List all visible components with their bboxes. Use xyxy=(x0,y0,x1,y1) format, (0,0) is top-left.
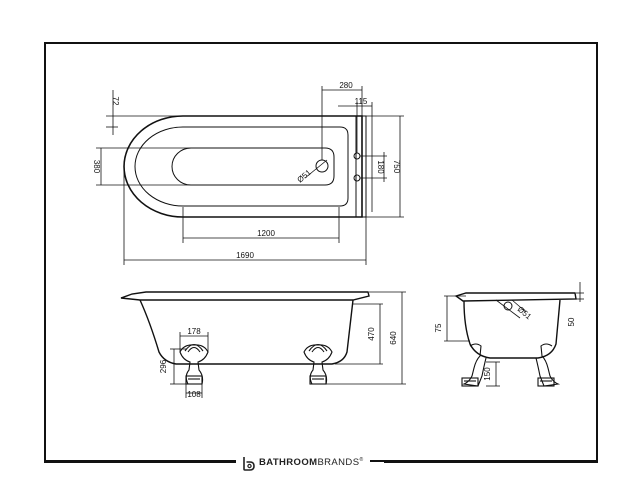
brand-name-bold: BATHROOM xyxy=(259,457,318,469)
dim-tap-zone xyxy=(321,86,363,160)
dim-foot-base xyxy=(185,384,203,398)
label-foot-base: 108 xyxy=(187,390,201,399)
brand-registered-mark: ® xyxy=(359,457,364,464)
label-inner-length: 1200 xyxy=(257,229,275,238)
end-body xyxy=(463,299,561,359)
label-tap-offset: 115 xyxy=(355,97,368,106)
label-rim-height: 470 xyxy=(367,327,376,341)
label-rim-thickness: 50 xyxy=(567,317,576,326)
label-inner-width: 380 xyxy=(92,160,101,174)
label-plan-waste: Ø51 xyxy=(296,168,314,185)
end-foot-left xyxy=(461,343,487,387)
dim-overall-width xyxy=(362,115,404,218)
brand-name-light: BRANDS xyxy=(317,457,360,469)
label-foot-width: 178 xyxy=(187,327,201,336)
plan-outer-rim xyxy=(123,115,363,218)
end-view xyxy=(444,282,584,387)
plan-view xyxy=(96,86,404,265)
dim-inner-width xyxy=(96,147,191,186)
dim-overflow-depth xyxy=(106,90,183,135)
side-foot-right xyxy=(303,343,333,385)
tap-hole-bottom xyxy=(353,174,361,182)
label-end-foot-height: 150 xyxy=(483,367,492,381)
dimension-labels: 72 380 280 115 180 750 1200 1690 Ø51 178… xyxy=(92,81,576,399)
plan-waste xyxy=(315,159,329,173)
brand-name: BATHROOMBRANDS® xyxy=(259,457,364,468)
brand-b-icon xyxy=(243,456,255,471)
plan-inner-rim xyxy=(134,126,349,207)
dim-inner-length xyxy=(182,207,340,243)
label-overflow-depth: 72 xyxy=(111,97,120,106)
dim-foot-height xyxy=(170,348,186,385)
dim-rim-height xyxy=(335,303,383,365)
side-rim xyxy=(120,291,370,301)
dim-tap-spacing xyxy=(360,152,387,182)
end-rim xyxy=(454,292,577,302)
dim-overall-length xyxy=(123,166,367,265)
dim-rim-depth xyxy=(444,295,470,342)
label-overall-length: 1690 xyxy=(236,251,254,260)
plan-basin-floor xyxy=(171,147,335,186)
label-foot-height: 296 xyxy=(159,359,168,373)
side-foot-left xyxy=(179,343,209,385)
drawing-frame xyxy=(44,42,598,462)
label-overall-width: 750 xyxy=(392,160,401,174)
label-tap-spacing: 180 xyxy=(376,160,385,174)
dim-end-foot-height xyxy=(486,361,500,387)
brand-logo: BATHROOMBRANDS® xyxy=(236,455,370,471)
end-foot-right xyxy=(535,343,561,387)
waste-leader xyxy=(304,159,328,179)
dim-rim-thickness xyxy=(576,282,584,302)
label-overall-height: 640 xyxy=(389,331,398,345)
label-rim-depth: 75 xyxy=(434,323,443,332)
tap-hole-top xyxy=(353,152,361,160)
dim-tap-offset xyxy=(338,102,373,212)
label-end-waste: Ø51 xyxy=(516,305,534,322)
label-tap-zone: 280 xyxy=(339,81,353,90)
side-body xyxy=(139,299,354,365)
dim-overall-height xyxy=(326,291,406,385)
side-view xyxy=(120,291,406,398)
